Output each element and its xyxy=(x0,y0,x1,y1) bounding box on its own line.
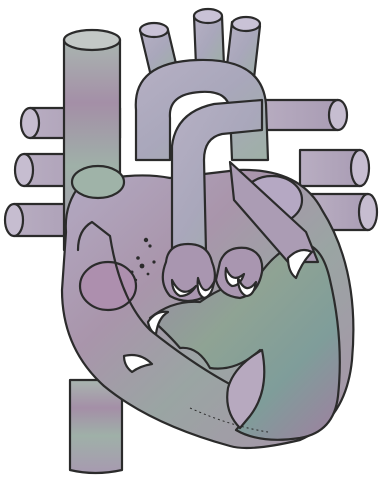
pulmonary-artery-opening xyxy=(329,100,347,130)
left-pulmonary-opening-top xyxy=(21,108,39,138)
left-pulmonary-opening-middle xyxy=(15,154,33,186)
aortic-branch-right-opening xyxy=(232,17,260,31)
left-pulmonary-opening-bottom xyxy=(5,204,23,236)
right-pulmonary-opening-bottom xyxy=(359,194,377,230)
vena-cava-ring xyxy=(72,166,124,198)
right-pulmonary-opening-top xyxy=(351,150,369,186)
aortic-branch-left-opening xyxy=(140,23,168,37)
fossa-ovalis xyxy=(80,262,136,310)
superior-vena-cava-opening xyxy=(64,30,120,50)
aortic-branch-middle-opening xyxy=(194,9,222,23)
